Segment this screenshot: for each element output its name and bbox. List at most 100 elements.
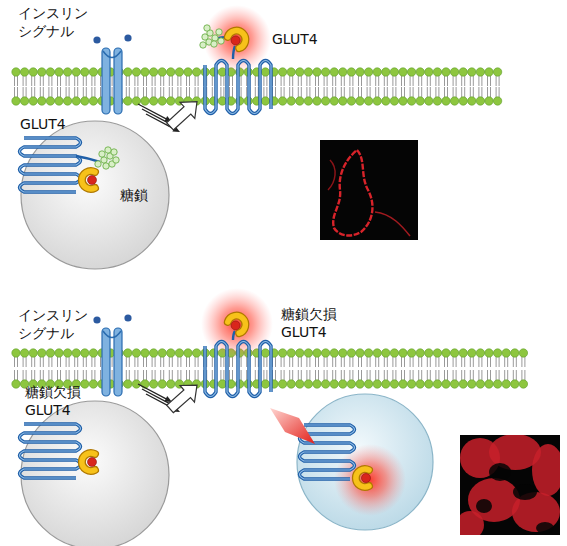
lipid-tail: [255, 370, 256, 381]
lipid-tail: [229, 87, 230, 98]
lipid-tail: [344, 87, 345, 98]
lipid-tail: [461, 75, 462, 86]
lipid-tail: [481, 87, 482, 98]
lipid-head: [407, 349, 415, 357]
lipid-tail: [146, 370, 147, 381]
lipid-tail: [241, 370, 242, 381]
lipid-tail: [301, 75, 302, 86]
lipid-tail: [31, 87, 32, 98]
lipid-head: [373, 349, 381, 357]
lipid-tail: [83, 356, 84, 367]
lipid-head: [124, 349, 132, 357]
lipid-tail: [57, 370, 58, 381]
sugar-chain-unit: [95, 161, 101, 167]
lipid-head: [184, 68, 192, 76]
marker-dot: [362, 474, 371, 483]
lipid-tail: [129, 75, 130, 86]
lipid-tail: [263, 356, 264, 367]
lipid-head: [476, 349, 484, 357]
lipid-tail: [438, 75, 439, 86]
receptor-pocket: [103, 51, 121, 58]
lipid-tail: [198, 356, 199, 367]
lipid-head: [433, 97, 441, 105]
lipid-tail: [292, 87, 293, 98]
lipid-tail: [332, 370, 333, 381]
lipid-head: [278, 97, 286, 105]
lipid-head: [12, 97, 20, 105]
nucleus: [489, 463, 511, 481]
lipid-head: [184, 349, 192, 357]
node-label: 糖鎖欠損 GLUT4: [281, 305, 345, 341]
glut4-protein: [205, 61, 271, 114]
lipid-tail: [48, 370, 49, 381]
lipid-head: [63, 97, 71, 105]
lipid-head: [287, 97, 295, 105]
marker-dot: [229, 319, 242, 332]
glut4-marker: [82, 453, 97, 471]
lipid-head: [373, 380, 381, 388]
lipid-tail: [198, 75, 199, 86]
lipid-tail: [367, 356, 368, 367]
lipid-head: [468, 380, 476, 388]
lipid-tail: [395, 75, 396, 86]
lipid-tail: [413, 87, 414, 98]
lipid-tail: [447, 370, 448, 381]
lipid-tail: [401, 75, 402, 86]
lipid-head: [124, 68, 132, 76]
lipid-tail: [427, 87, 428, 98]
lipid-tail: [481, 356, 482, 367]
lipid-tail: [284, 87, 285, 98]
lipid-tail: [77, 75, 78, 86]
lipid-tail: [284, 356, 285, 367]
lipid-tail: [232, 370, 233, 381]
lipid-tail: [496, 370, 497, 381]
lipid-head: [347, 68, 355, 76]
lipid-tail: [160, 75, 161, 86]
lipid-tail: [447, 87, 448, 98]
lipid-tail: [349, 370, 350, 381]
lipid-tail: [48, 87, 49, 98]
lipid-tail: [473, 87, 474, 98]
lipid-tail: [375, 370, 376, 381]
lipid-head: [459, 380, 467, 388]
lipid-tail: [17, 87, 18, 98]
lipid-tail: [413, 370, 414, 381]
lipid-tail: [395, 356, 396, 367]
marker-outline: [227, 312, 249, 334]
lipid-head: [485, 349, 493, 357]
lipid-tail: [152, 75, 153, 86]
marker-body: [227, 312, 249, 334]
vesicle-node: GLUT4糖鎖: [20, 120, 170, 270]
lipid-tail: [112, 87, 113, 98]
node-shape: [197, 300, 277, 400]
lipid-tail: [91, 370, 92, 381]
lipid-head: [55, 349, 63, 357]
lipid-tail: [177, 75, 178, 86]
lipid-head: [442, 349, 450, 357]
lipid-head: [38, 97, 46, 105]
node-shape: [197, 15, 277, 115]
lipid-tail: [86, 75, 87, 86]
lipid-tail: [246, 75, 247, 86]
nucleus: [536, 522, 554, 534]
lipid-tail: [163, 87, 164, 98]
lipid-tail: [40, 356, 41, 367]
lipid-tail: [306, 75, 307, 86]
lipid-tail: [223, 370, 224, 381]
lipid-tail: [349, 356, 350, 367]
lipid-tail: [387, 87, 388, 98]
lipid-head: [167, 97, 175, 105]
lipid-head: [330, 380, 338, 388]
lipid-tail: [430, 370, 431, 381]
lipid-head: [485, 97, 493, 105]
lipid-head: [304, 97, 312, 105]
lipid-tail: [134, 87, 135, 98]
lipid-head: [261, 68, 269, 76]
lipid-tail: [464, 370, 465, 381]
lipid-head: [330, 97, 338, 105]
lipid-tail: [40, 75, 41, 86]
lipid-tail: [521, 356, 522, 367]
lipid-bilayer: [12, 68, 502, 105]
lipid-tail: [281, 370, 282, 381]
lipid-head: [442, 68, 450, 76]
